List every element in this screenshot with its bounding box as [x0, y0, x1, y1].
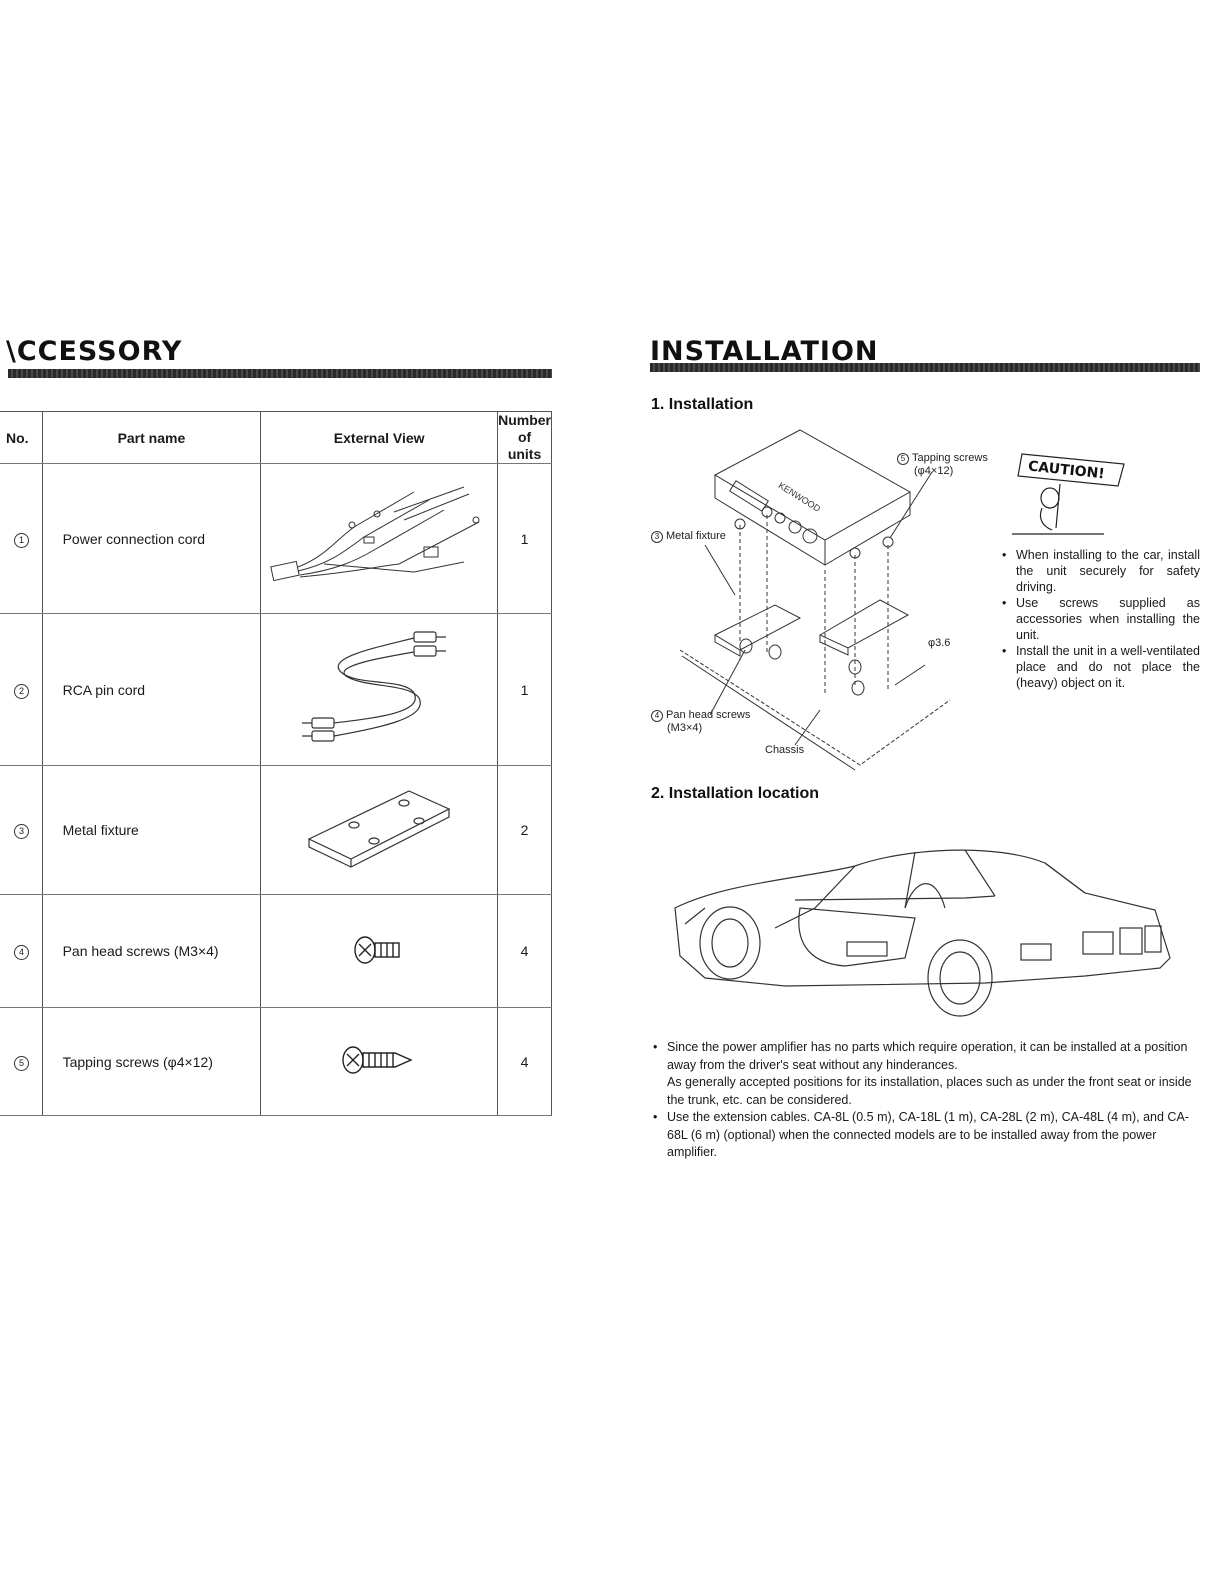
accessory-heading: \CCESSORY — [6, 336, 183, 367]
rca-cord-illustration — [302, 631, 447, 742]
label-pan-number: 4 — [651, 710, 663, 722]
caution-note: When installing to the car, install the … — [1002, 547, 1200, 595]
col-header-count: Number of units — [497, 411, 552, 464]
accessory-heading-bar — [8, 369, 552, 378]
table-row: 3 Metal fixture 2 — [0, 765, 552, 895]
power-cord-illustration — [270, 486, 480, 582]
unit-count: 4 — [497, 1007, 552, 1116]
installation-diagram: KENWOOD — [679, 429, 951, 771]
label-metal-number: 3 — [651, 531, 663, 543]
location-note: Since the power amplifier has no parts w… — [653, 1039, 1201, 1109]
caution-sign-text: CAUTION! — [1027, 458, 1105, 482]
accessory-table: No. Part name External View Number of un… — [0, 411, 552, 1116]
col-header-no: No. — [0, 411, 43, 464]
caution-notes-list: When installing to the car, install the … — [1002, 547, 1200, 691]
row-number: 5 — [14, 1055, 29, 1071]
part-name: Metal fixture — [41, 765, 261, 895]
row-number: 3 — [14, 824, 29, 839]
unit-count: 4 — [497, 894, 552, 1008]
row-number: 2 — [14, 683, 29, 699]
part-name: RCA pin cord — [41, 613, 261, 766]
label-hole-diameter: φ3.6 — [928, 637, 951, 649]
car-location-illustration — [674, 849, 1171, 1017]
label-chassis: Chassis — [765, 744, 805, 756]
caution-illustration: CAUTION! — [1012, 446, 1142, 536]
caution-note: Use screws supplied as accessories when … — [1002, 595, 1200, 643]
unit-count: 1 — [497, 613, 552, 766]
caution-sign-icon: CAUTION! — [1012, 453, 1125, 535]
label-pan-size: (M3×4) — [667, 722, 703, 734]
col-header-count-line2: units — [507, 446, 542, 462]
label-tapping-number: 5 — [897, 453, 909, 465]
brand-label: KENWOOD — [777, 480, 823, 514]
table-header-row: No. Part name External View Number of un… — [0, 411, 552, 464]
installation-heading: INSTALLATION — [650, 336, 879, 367]
location-notes-list: Since the power amplifier has no parts w… — [653, 1039, 1201, 1162]
table-row: 2 RCA pin cord 1 — [0, 613, 552, 766]
installation-heading-bar — [650, 363, 1200, 372]
part-name: Power connection cord — [41, 463, 261, 614]
location-note-text: Use the extension cables. CA-8L (0.5 m),… — [667, 1110, 1189, 1159]
tapping-screw-illustration — [342, 1046, 413, 1074]
row-number: 4 — [14, 945, 29, 960]
location-note-text: Since the power amplifier has no parts w… — [667, 1040, 1188, 1072]
table-row: 5 Tapping screws (φ4×12) 4 — [0, 1007, 552, 1116]
metal-fixture-illustration — [307, 789, 451, 868]
unit-count: 2 — [497, 765, 552, 895]
section-installation-title: 1. Installation — [651, 396, 754, 413]
part-name: Tapping screws (φ4×12) — [41, 1007, 261, 1116]
caution-note: Install the unit in a well-ventilated pl… — [1002, 643, 1200, 691]
unit-count: 1 — [497, 463, 552, 614]
label-tapping-size: (φ4×12) — [914, 465, 954, 477]
location-note: Use the extension cables. CA-8L (0.5 m),… — [653, 1109, 1201, 1162]
table-row: 1 Power connection cord — [0, 463, 552, 614]
section-location-title: 2. Installation location — [651, 785, 820, 802]
col-header-view: External View — [260, 411, 498, 464]
pan-head-screw-illustration — [354, 935, 400, 964]
part-name: Pan head screws (M3×4) — [41, 894, 261, 1008]
col-header-part: Part name — [41, 411, 261, 464]
location-note-text: As generally accepted positions for its … — [667, 1075, 1192, 1107]
location-notes: Since the power amplifier has no parts w… — [653, 1039, 1201, 1162]
row-number: 1 — [14, 532, 29, 548]
table-row: 4 Pan head screws (M3×4) 4 — [0, 894, 552, 1008]
col-header-count-line1: Number of — [498, 412, 551, 445]
